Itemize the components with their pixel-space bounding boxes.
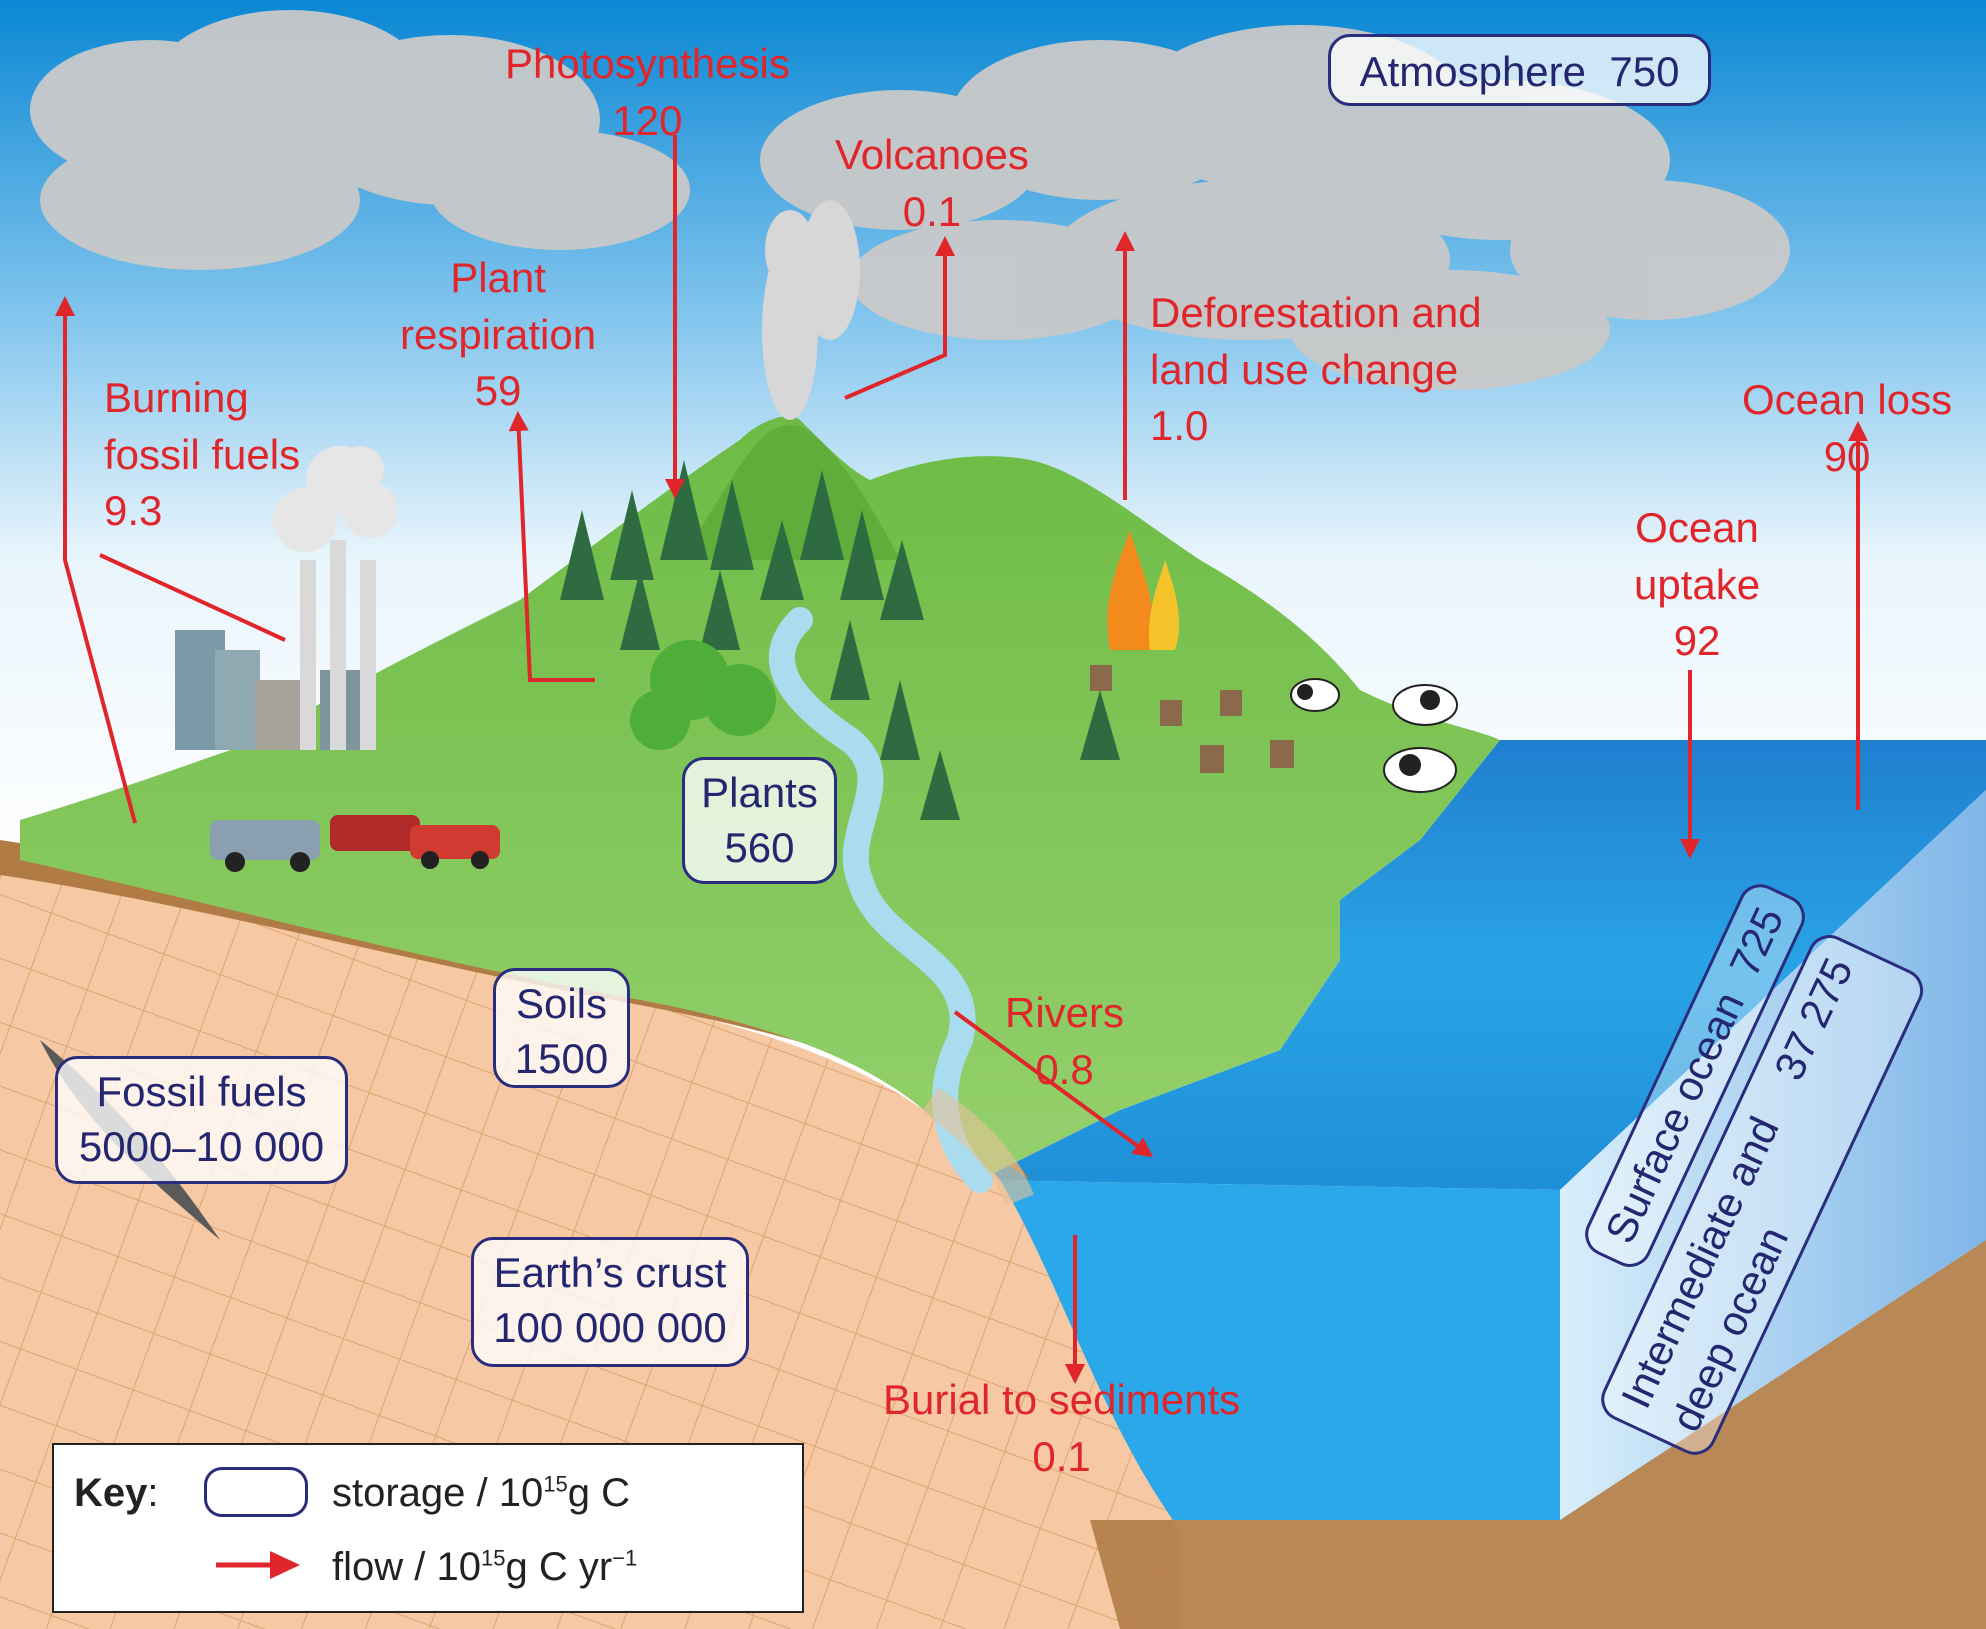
broadleaf-trees: [630, 640, 776, 750]
flow-value: 0.1: [902, 187, 962, 235]
key-storage-exponent: 15: [543, 1471, 568, 1497]
flow-name: respiration: [400, 310, 597, 358]
storage-fossil-fuels: Fossil fuels 5000–10 000: [55, 1056, 348, 1184]
key-flow-unit-exponent: −1: [612, 1545, 638, 1571]
flow-value: 120: [612, 96, 683, 144]
flow-ocean-uptake: Ocean uptake 92: [1634, 500, 1760, 670]
key-flow-label: flow / 1015g C yr−1: [332, 1545, 637, 1590]
forest-fire: [1107, 530, 1180, 650]
storage-soils: Soils 1500: [493, 968, 630, 1088]
storage-earths-crust: Earth’s crust 100 000 000: [471, 1237, 749, 1367]
flow-name: Volcanoes: [835, 131, 1029, 178]
flow-name: fossil fuels: [104, 430, 301, 478]
key-storage-unit: g C: [567, 1471, 630, 1515]
factory-smoke: [273, 446, 398, 552]
flow-value: 59: [474, 367, 522, 415]
flow-value: 0.8: [1035, 1045, 1094, 1093]
flow-name: Burial to sediments: [883, 1376, 1241, 1423]
storage-value: 100 000 000: [493, 1303, 727, 1351]
river: [768, 607, 993, 1193]
arrow-burning-fossil-fuels: [55, 296, 137, 824]
key-storage-text: storage / 10: [332, 1471, 544, 1515]
flow-rivers: Rivers 0.8: [1005, 985, 1124, 1098]
volcano-plume: [762, 200, 860, 420]
key-storage-label: storage / 1015g C: [332, 1471, 630, 1516]
flow-value: 9.3: [104, 487, 163, 535]
flow-name: Plant: [450, 254, 546, 301]
arrow-volcanoes: [844, 236, 955, 400]
flow-plant-respiration: Plant respiration 59: [400, 250, 596, 420]
key-flow-unit: g C yr: [505, 1545, 613, 1589]
storage-value: 560: [724, 823, 795, 871]
flow-burning-fossil-fuels: Burning fossil fuels 9.3: [104, 370, 300, 540]
flow-name: Rivers: [1005, 989, 1125, 1036]
storage-atmosphere: Atmosphere 750: [1328, 34, 1711, 106]
arrow-branch-fossil-fuels: [99, 553, 286, 642]
flow-arrows: [55, 135, 1868, 1384]
storage-value: 750: [1609, 48, 1680, 95]
storage-name: Earth’s crust: [493, 1249, 727, 1296]
key-flow-exponent: 15: [480, 1545, 506, 1571]
flow-name: Photosynthesis: [505, 40, 790, 87]
key-flow-text: flow / 10: [332, 1545, 481, 1589]
storage-value: 1500: [514, 1034, 609, 1082]
flow-name: uptake: [1634, 560, 1761, 608]
ocean-front-face: [980, 1180, 1560, 1520]
arrow-plant-respiration: [508, 411, 595, 682]
flow-ocean-loss: Ocean loss 90: [1742, 372, 1952, 485]
flow-value: 0.1: [1032, 1432, 1091, 1480]
storage-value: 5000–10 000: [78, 1122, 325, 1170]
flow-name: Ocean loss: [1742, 376, 1953, 423]
forest-trees: [560, 460, 1120, 820]
ocean-surface: [980, 740, 1986, 1190]
flow-name: land use change: [1150, 345, 1459, 393]
flow-photosynthesis: Photosynthesis 120: [505, 36, 790, 149]
flow-value: 1.0: [1150, 402, 1209, 450]
key-title-text: Key: [74, 1471, 148, 1515]
legend-key: Key: storage / 1015g C flow / 1015g C yr…: [52, 1443, 804, 1613]
flow-burial-to-sediments: Burial to sediments 0.1: [883, 1372, 1240, 1485]
ocean-side-face: [1560, 790, 1986, 1520]
storage-name: Atmosphere: [1359, 48, 1587, 95]
key-storage-swatch: [204, 1467, 308, 1517]
cows: [1290, 678, 1458, 793]
city-buildings: [175, 540, 376, 750]
cars: [210, 815, 500, 872]
flow-volcanoes: Volcanoes 0.1: [835, 127, 1029, 240]
cloud-bank: [30, 10, 1790, 390]
flow-value: 90: [1823, 432, 1871, 480]
key-colon: :: [147, 1471, 159, 1515]
storage-name: Fossil fuels: [96, 1068, 307, 1115]
storage-plants: Plants 560: [682, 757, 837, 884]
storage-name: Soils: [515, 980, 608, 1027]
flow-name: Ocean: [1635, 504, 1759, 551]
key-title: Key:: [74, 1471, 159, 1516]
tree-stumps: [1090, 665, 1294, 773]
flow-deforestation: Deforestation and land use change 1.0: [1150, 285, 1482, 455]
key-flow-arrow-icon: [216, 1551, 300, 1579]
river-delta: [921, 1087, 1034, 1206]
sea-floor-sediment: [1090, 1240, 1986, 1629]
storage-name: Plants: [701, 769, 818, 816]
flow-name: Burning: [104, 374, 249, 421]
arrow-rivers: [953, 1010, 1154, 1158]
flow-name: Deforestation and: [1150, 289, 1482, 336]
flow-value: 92: [1673, 617, 1721, 665]
